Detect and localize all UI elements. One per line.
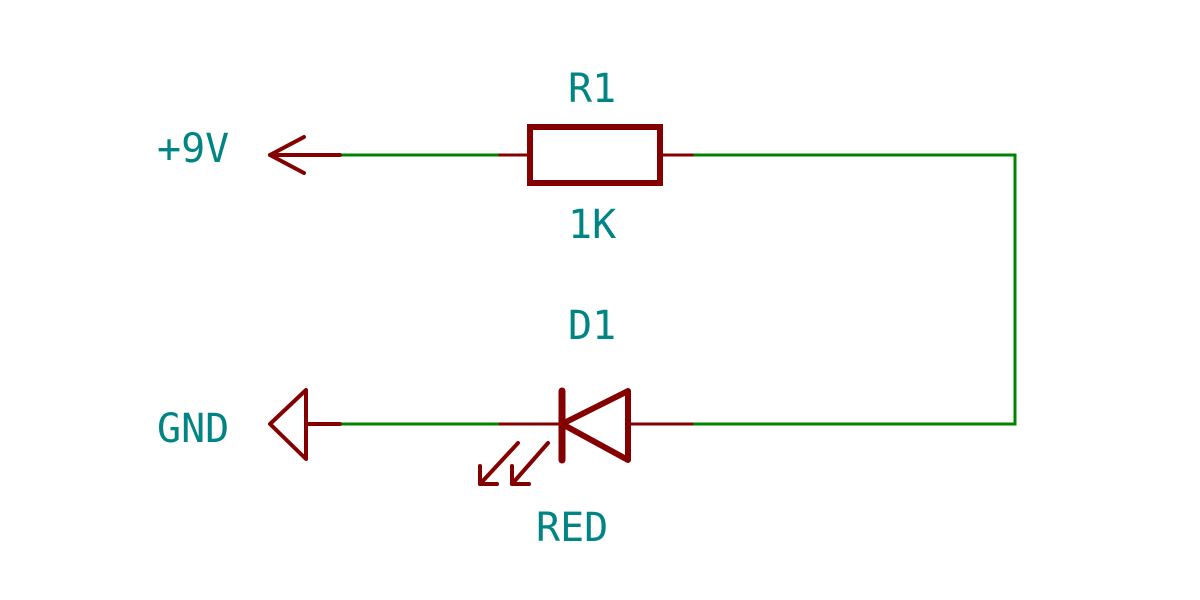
led-symbol [478, 387, 694, 486]
led-reference: D1 [568, 303, 617, 349]
resistor-reference: R1 [568, 66, 617, 112]
power-supply-label: +9V [157, 126, 230, 172]
wire-resistor-to-led [690, 153, 1017, 426]
led-triangle [559, 388, 631, 463]
power-supply-symbol [268, 135, 342, 175]
resistor-body [527, 124, 663, 186]
ground-label: GND [157, 406, 230, 452]
wires [338, 153, 1017, 426]
ground-symbol [268, 388, 342, 461]
resistor-symbol [498, 124, 694, 186]
led-light-arrows [478, 441, 550, 486]
resistor-value: 1K [568, 202, 617, 248]
led-value: RED [536, 505, 609, 551]
